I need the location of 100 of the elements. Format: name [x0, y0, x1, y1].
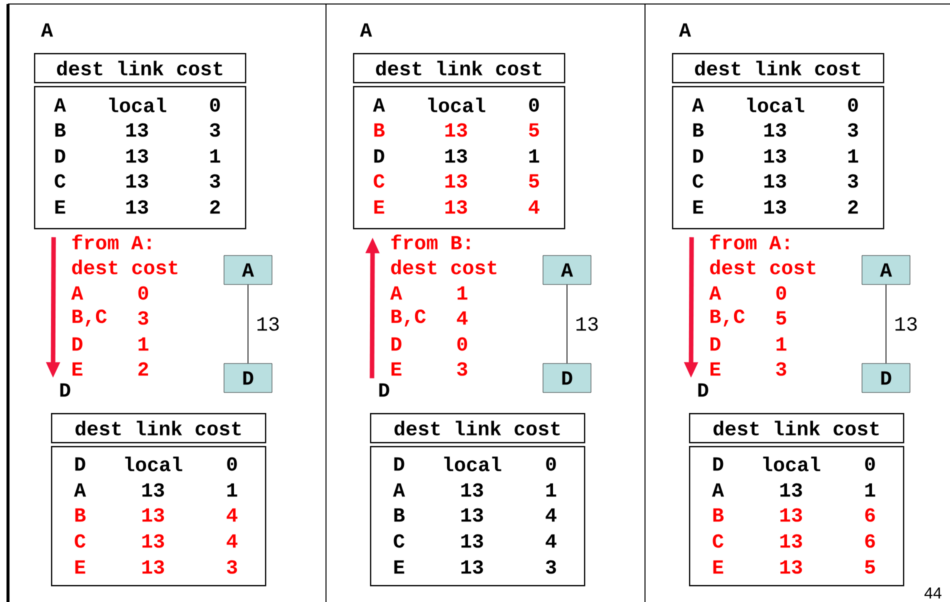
- table-entry: 13: [445, 174, 467, 188]
- table-entry: 1: [210, 149, 220, 163]
- message-entry: E: [392, 362, 402, 376]
- table-entry: 5: [529, 123, 539, 137]
- table-entry: 13: [780, 483, 802, 497]
- table-entry: 6: [865, 508, 875, 522]
- table-entry: B: [394, 508, 405, 522]
- message-entry: 4: [456, 311, 468, 325]
- table-entry: D: [693, 149, 704, 163]
- router-box: D: [862, 363, 910, 393]
- table-entry: 13: [126, 200, 148, 214]
- routing-table: [353, 86, 566, 230]
- table-entry: 13: [142, 534, 164, 548]
- table-entry: C: [54, 174, 66, 188]
- message-entry: 0: [776, 286, 786, 300]
- table-header: dest link cost: [34, 53, 246, 84]
- message-entry: 5: [776, 311, 786, 325]
- table-header: dest link cost: [51, 413, 266, 444]
- routing-table: [689, 446, 904, 586]
- table-entry: 3: [226, 560, 237, 574]
- message-entry: D: [392, 337, 402, 351]
- table-entry: 13: [445, 200, 467, 214]
- message-entry: 3: [776, 362, 786, 376]
- table-entry: 4: [226, 508, 238, 522]
- router-box: A: [224, 255, 272, 285]
- table-entry: 3: [848, 123, 858, 137]
- routing-table: [34, 86, 246, 230]
- message-entry: A: [71, 286, 84, 300]
- table-entry: 0: [210, 98, 220, 112]
- message-entry: 1: [458, 286, 468, 300]
- table-entry: 13: [142, 483, 164, 497]
- table-entry: 13: [764, 174, 786, 188]
- message-entry: E: [72, 362, 82, 376]
- table-entry: 4: [226, 534, 238, 548]
- router-box: D: [224, 363, 272, 393]
- table-entry: D: [374, 149, 384, 163]
- table-entry: 0: [546, 457, 556, 471]
- table-entry: 13: [764, 200, 786, 214]
- table-entry: 1: [529, 149, 540, 163]
- table-entry: B: [55, 123, 66, 137]
- table-entry: local: [125, 456, 182, 472]
- table-entry: 0: [227, 457, 237, 471]
- table-entry: 13: [780, 508, 802, 522]
- table-entry: 5: [865, 560, 875, 574]
- table-entry: local: [428, 98, 486, 112]
- table-entry: 13: [461, 508, 483, 522]
- table-entry: 1: [848, 149, 858, 163]
- router-box: A: [862, 255, 910, 285]
- table-entry: 4: [546, 534, 556, 548]
- message-text: from A: dest cost: [710, 234, 816, 274]
- table-entry: 13: [461, 483, 483, 497]
- table-entry: E: [394, 560, 404, 574]
- link-line: [566, 284, 568, 364]
- table-header: dest link cost: [370, 413, 586, 444]
- router-box: D: [542, 363, 592, 393]
- table-entry: local: [763, 456, 820, 472]
- message-text: from B: dest cost: [391, 234, 496, 274]
- message-entry: D: [72, 337, 82, 351]
- table-entry: D: [55, 149, 66, 163]
- link-cost: 13: [255, 316, 281, 332]
- table-entry: 3: [210, 174, 220, 188]
- table-entry: 0: [848, 98, 858, 112]
- router-name: D: [60, 383, 70, 397]
- message-text: from A: dest cost: [72, 234, 178, 274]
- message-entry: E: [710, 362, 720, 376]
- message-entry: A: [709, 286, 722, 300]
- table-entry: 6: [865, 534, 875, 548]
- table-entry: 0: [865, 457, 875, 471]
- table-entry: E: [55, 200, 66, 214]
- message-entry: D: [710, 337, 720, 351]
- table-entry: 13: [126, 174, 148, 188]
- table-entry: A: [373, 98, 385, 112]
- table-entry: D: [75, 457, 86, 471]
- table-entry: 13: [461, 560, 483, 574]
- table-entry: 5: [529, 174, 539, 188]
- message-entry: B,C: [72, 310, 107, 326]
- message-entry: 2: [138, 362, 148, 376]
- table-entry: 13: [780, 534, 802, 548]
- table-header: dest link cost: [353, 53, 566, 84]
- table-entry: 1: [546, 483, 556, 497]
- table-entry: 2: [210, 200, 220, 214]
- table-entry: 4: [528, 200, 540, 214]
- router-name: A: [41, 23, 53, 37]
- table-entry: 13: [764, 149, 786, 163]
- table-entry: E: [374, 200, 384, 214]
- table-entry: 2: [848, 200, 858, 214]
- table-entry: 0: [529, 98, 539, 112]
- table-entry: C: [394, 534, 404, 548]
- table-entry: local: [747, 98, 804, 112]
- table-entry: A: [692, 98, 704, 112]
- table-entry: A: [393, 483, 405, 497]
- message-entry: B,C: [392, 310, 426, 326]
- router-name: A: [679, 23, 691, 37]
- router-name: A: [360, 23, 372, 37]
- table-header: dest link cost: [689, 413, 904, 444]
- table-entry: B: [713, 508, 724, 522]
- router-name: D: [698, 383, 708, 397]
- message-entry: 1: [776, 337, 786, 351]
- message-entry: 0: [457, 337, 468, 351]
- table-entry: 13: [126, 123, 148, 137]
